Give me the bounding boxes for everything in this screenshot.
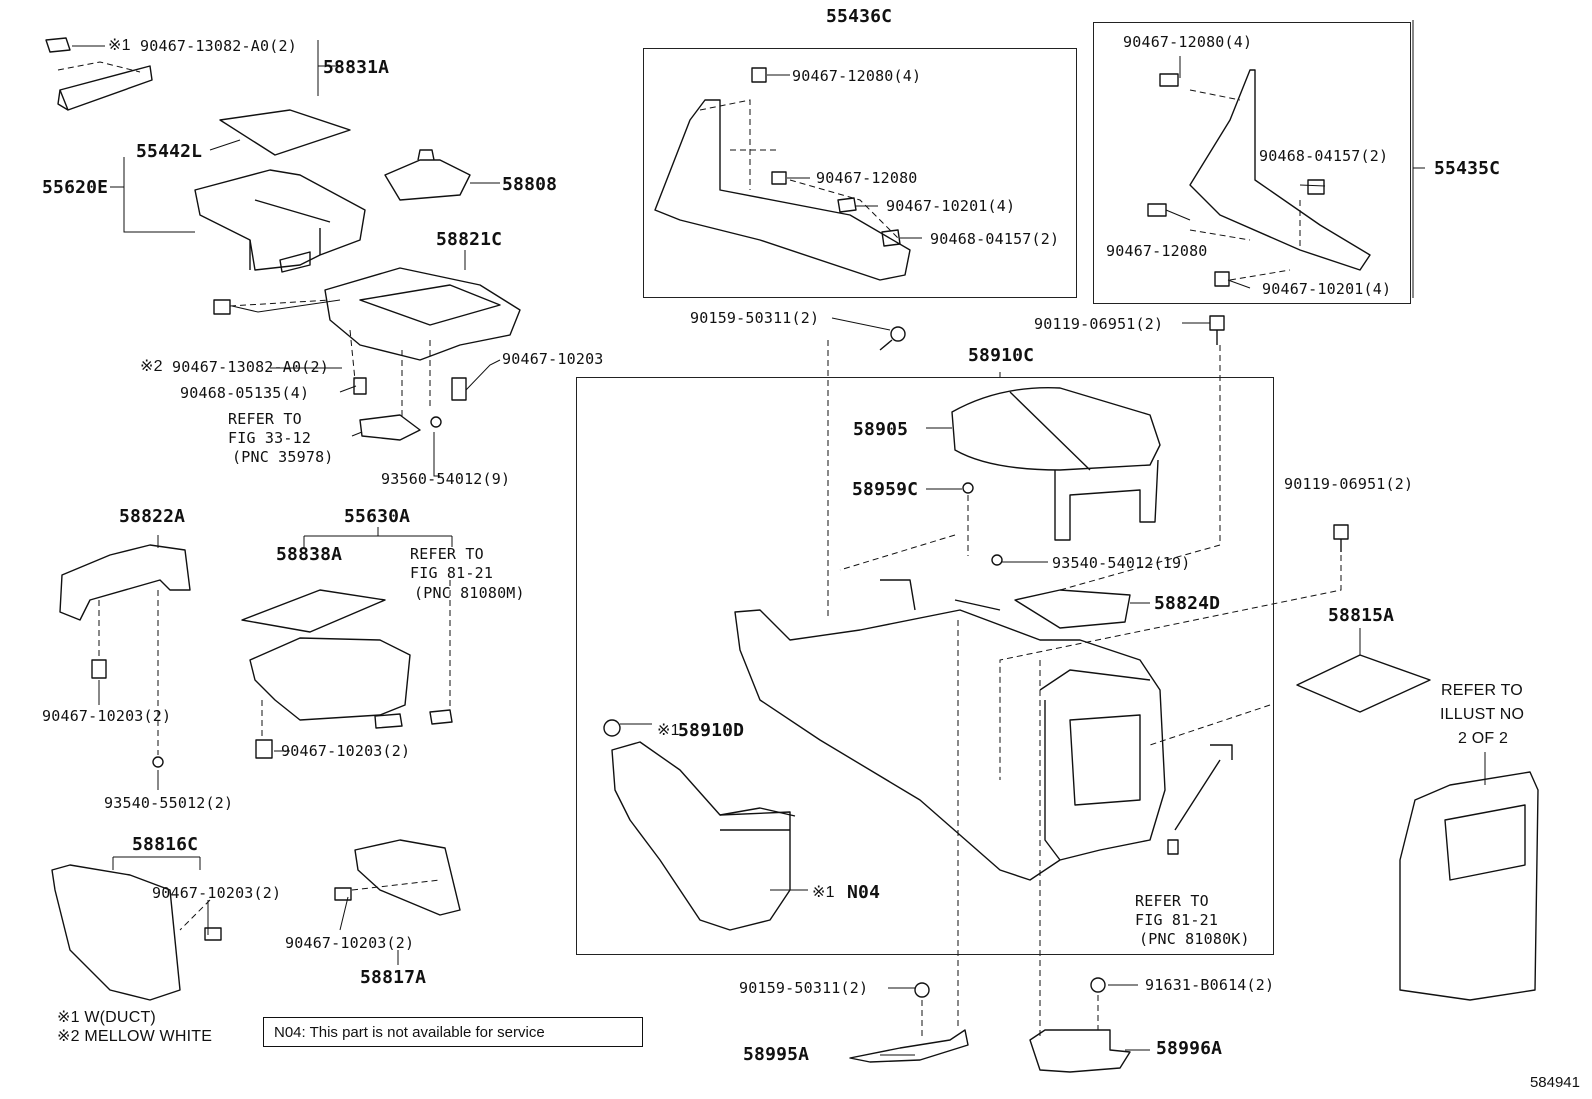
label-58995a: 58995A (743, 1044, 810, 1065)
mark-58910d: ※1 (657, 722, 680, 739)
part-55436c-drawing (654, 67, 911, 281)
label-n04: N04 (847, 882, 881, 903)
part-55435c-drawing (1147, 69, 1371, 287)
figure-number: 584941 (1529, 1074, 1580, 1091)
label-58815a: 58815A (1328, 605, 1395, 626)
frame-55435c (1093, 22, 1411, 304)
label-58996a: 58996A (1156, 1038, 1223, 1059)
ref1-line1: REFER TO (228, 410, 302, 428)
partno-p20: 90467-10203(2) (281, 742, 411, 760)
part-58910c-drawing (734, 579, 1166, 881)
ref3-line2: FIG 81-21 (1135, 911, 1219, 929)
label-58824d: 58824D (1154, 593, 1221, 614)
label-58910c: 58910C (968, 345, 1035, 366)
ref1-line2: FIG 33-12 (228, 429, 312, 447)
label-55435c: 55435C (1434, 158, 1501, 179)
ref2-line2: FIG 81-21 (410, 564, 494, 582)
part-55630a-drawing (241, 589, 453, 759)
partno-p21: 90467-10203(2) (152, 884, 282, 902)
partno-p4: 90467-10203 (502, 350, 604, 368)
part-58822a-drawing (59, 544, 191, 768)
label-58816c: 58816C (132, 834, 199, 855)
label-58831a: 58831A (323, 57, 390, 78)
label-58817a: 58817A (360, 967, 427, 988)
partno-p6: 90467-12080(4) (792, 67, 922, 85)
partno-p24: 91631-B0614(2) (1145, 976, 1275, 994)
clips-left-drawing (213, 299, 467, 441)
part-58821c-drawing (324, 267, 521, 361)
part-n04-drawing (603, 719, 796, 931)
part-58831a-drawing (45, 37, 153, 111)
mark-p2: ※2 (140, 358, 163, 375)
part-58817a-drawing (334, 839, 461, 916)
side-panel-drawing (1399, 771, 1539, 1001)
partno-p22: 90467-10203(2) (285, 934, 415, 952)
partno-p12: 90467-12080 (1106, 242, 1208, 260)
part-55620e-drawing (194, 109, 366, 273)
partno-p11: 90468-04157(2) (1259, 147, 1389, 165)
partno-p23: 90159-50311(2) (739, 979, 869, 997)
ref4-line1: REFER TO (1441, 682, 1523, 699)
fasteners-drawing (879, 315, 1349, 855)
ref1-line3: (PNC 35978) (232, 448, 334, 466)
partno-p3: 90468-05135(4) (180, 384, 310, 402)
label-55620e: 55620E (42, 177, 109, 198)
ref3-line1: REFER TO (1135, 892, 1209, 910)
frame-58910c (576, 377, 1274, 955)
part-58815a-drawing (1296, 654, 1431, 713)
partno-p1: 90467-13082-A0(2) (140, 37, 297, 55)
label-55442l: 55442L (136, 141, 203, 162)
label-55436c: 55436C (826, 6, 893, 27)
label-58910d: 58910D (678, 720, 745, 741)
frame-55436c (643, 48, 1077, 298)
part-58808-drawing (384, 149, 471, 201)
ref3-line3: (PNC 81080K) (1139, 930, 1250, 948)
mark-n04: ※1 (812, 884, 835, 901)
ref2-line3: (PNC 81080M) (414, 584, 525, 602)
legend-line2: ※2 MELLOW WHITE (57, 1028, 213, 1045)
partno-p17: 90119-06951(2) (1284, 475, 1414, 493)
ref4-line2: ILLUST NO (1440, 706, 1525, 723)
ref2-line1: REFER TO (410, 545, 484, 563)
partno-p16: 93540-54012(19) (1052, 554, 1191, 572)
part-58995a-drawing (849, 982, 969, 1063)
legend-note-text: N04: This part is not available for serv… (274, 1024, 545, 1041)
partno-p10: 90467-12080(4) (1123, 33, 1253, 51)
ref4-line3: 2 OF 2 (1458, 730, 1509, 747)
label-58821c: 58821C (436, 229, 503, 250)
partno-p15: 90119-06951(2) (1034, 315, 1164, 333)
partno-p5: 93560-54012(9) (381, 470, 511, 488)
partno-p7: 90467-12080 (816, 169, 918, 187)
label-58838a: 58838A (276, 544, 343, 565)
part-58996a-drawing (1029, 977, 1131, 1073)
partno-p19: 93540-55012(2) (104, 794, 234, 812)
part-58905-drawing (951, 387, 1161, 566)
label-55630a: 55630A (344, 506, 411, 527)
partno-p8: 90467-10201(4) (886, 197, 1016, 215)
part-58816c-drawing (51, 864, 222, 1001)
partno-p18: 90467-10203(2) (42, 707, 172, 725)
label-58959c: 58959C (852, 479, 919, 500)
partno-p14: 90159-50311(2) (690, 309, 820, 327)
legend-note-box: N04: This part is not available for serv… (263, 1017, 643, 1047)
partno-p9: 90468-04157(2) (930, 230, 1060, 248)
label-58822a: 58822A (119, 506, 186, 527)
mark-p1: ※1 (108, 37, 131, 54)
label-58905: 58905 (853, 419, 909, 440)
partno-p2: 90467-13082-A0(2) (172, 358, 329, 376)
label-58808: 58808 (502, 174, 558, 195)
legend-line1: ※1 W(DUCT) (57, 1009, 156, 1026)
partno-p13: 90467-10201(4) (1262, 280, 1392, 298)
